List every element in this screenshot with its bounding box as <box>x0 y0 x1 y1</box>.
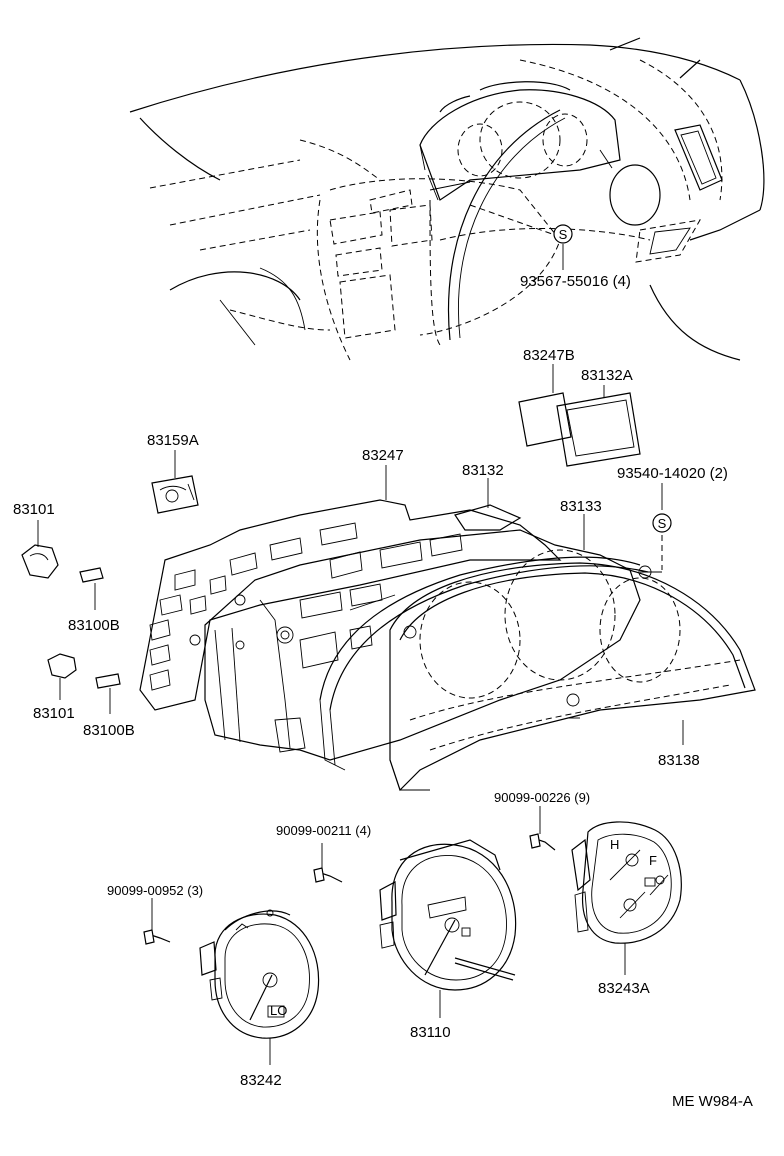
callout-83247B: 83247B <box>523 347 575 364</box>
gauge-83243A-f-mark: F <box>649 853 657 868</box>
callout-83243A: 83243A <box>598 980 650 997</box>
callout-83101-b: 83101 <box>33 705 75 722</box>
callout-83159A: 83159A <box>147 432 199 449</box>
screw-symbol-mid-letter: S <box>658 516 667 531</box>
callout-90099-00211: 90099-00211 (4) <box>276 823 371 838</box>
dashboard-overview-illustration: S <box>129 37 765 361</box>
callout-93540-14020: 93540-14020 (2) <box>617 465 728 482</box>
gauge-83243A-h-mark: H <box>610 837 619 852</box>
callout-83247: 83247 <box>362 447 404 464</box>
gauge-83110 <box>379 839 517 1018</box>
callout-83100B-b: 83100B <box>83 722 135 739</box>
diagram-reference-code: ME W984-A <box>672 1093 753 1110</box>
gauge-83243A: H F <box>571 821 682 975</box>
gauge-83242: LO <box>199 909 320 1065</box>
screw-symbol-top <box>553 224 573 244</box>
callout-83110: 83110 <box>410 1024 451 1041</box>
callout-83242: 83242 <box>240 1072 282 1089</box>
callout-83132A: 83132A <box>581 367 633 384</box>
callout-90099-00952: 90099-00952 (3) <box>107 883 203 898</box>
screw-symbol-top-letter: S <box>559 227 568 242</box>
callout-83133: 83133 <box>560 498 602 515</box>
callout-93567-55016: 93567-55016 (4) <box>520 273 631 290</box>
cluster-assembly: S <box>139 465 756 792</box>
bulb-sockets <box>21 520 121 714</box>
callout-83101-a: 83101 <box>13 501 55 518</box>
gauge-83242-lo-mark: LO <box>270 1003 287 1018</box>
callout-83132: 83132 <box>462 462 504 479</box>
callout-90099-00226: 90099-00226 (9) <box>494 790 590 805</box>
callout-83138: 83138 <box>658 752 700 769</box>
callout-83100B-a: 83100B <box>68 617 120 634</box>
lens-parts <box>518 364 641 467</box>
connector-83159A <box>151 450 199 514</box>
screw-symbol-mid <box>652 513 672 533</box>
screws <box>143 806 556 945</box>
